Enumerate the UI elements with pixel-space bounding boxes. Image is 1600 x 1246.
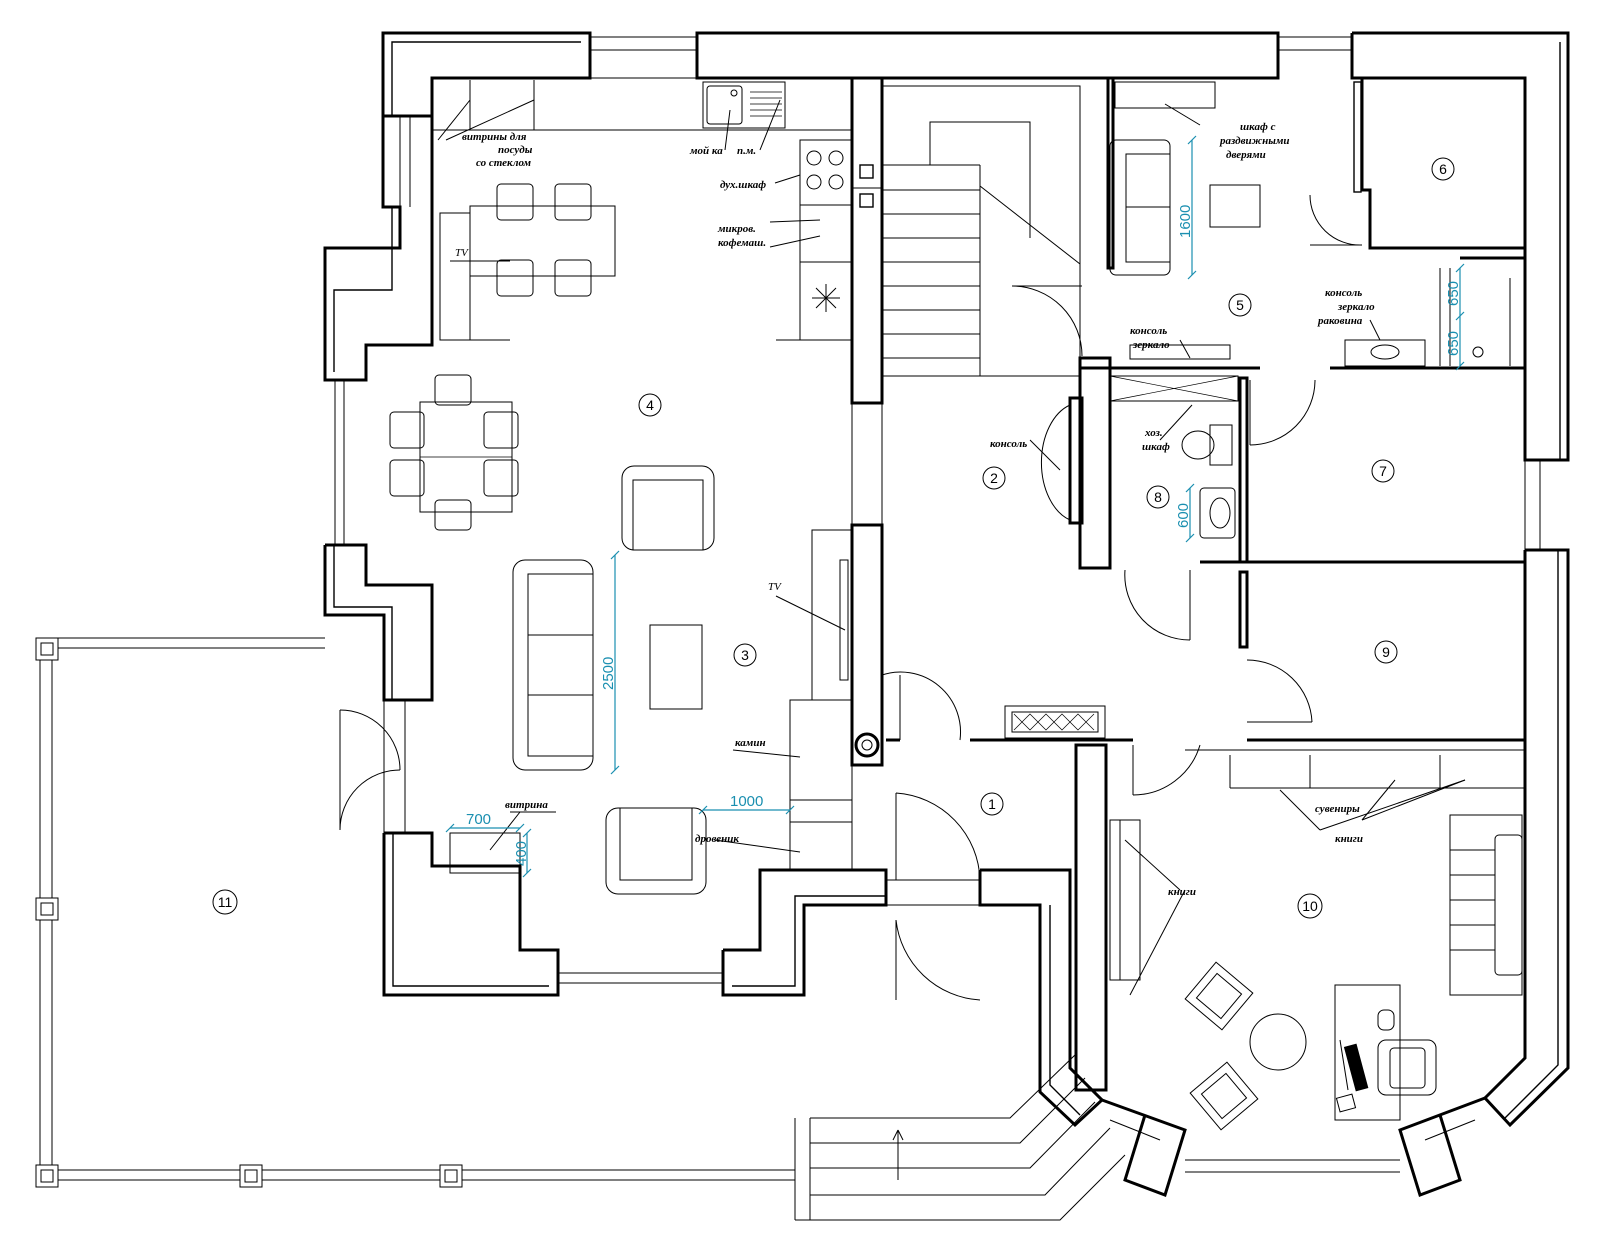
- room-number-6-text: 6: [1439, 161, 1447, 177]
- label-khoz-2: шкаф: [1142, 441, 1170, 453]
- room-number-9: 9: [1374, 640, 1398, 664]
- room-number-4-text: 4: [646, 397, 654, 413]
- label-konsol-hall: консоль: [990, 438, 1027, 450]
- room-number-8: 8: [1146, 485, 1170, 509]
- dim-basin-width: 600: [1175, 503, 1192, 528]
- dim-console-1: 650: [1445, 281, 1462, 306]
- dim-vitrina-width: 700: [466, 811, 491, 828]
- room-number-4: 4: [638, 393, 662, 417]
- doors: [339, 116, 1363, 1001]
- room-number-7-text: 7: [1379, 463, 1387, 479]
- sink-icon: [702, 81, 786, 129]
- basin-icon: [1199, 487, 1236, 539]
- label-vitriny-1: витрины для: [462, 131, 527, 143]
- armchair-study-2: [1189, 1061, 1259, 1131]
- room-number-10-text: 10: [1302, 898, 1318, 914]
- label-dukh-shkaf: дух.шкаф: [720, 179, 766, 191]
- label-tv-living: TV: [768, 581, 782, 593]
- label-mikrov: микров.: [717, 223, 756, 235]
- label-shkaf-2: раздвижными: [1219, 135, 1290, 147]
- sofa-room5: [1109, 139, 1171, 276]
- label-drovenik: дровеник: [695, 833, 739, 845]
- label-konsol-r-1: консоль: [1325, 287, 1362, 299]
- room-number-3-text: 3: [741, 647, 749, 663]
- dim-wardrobe-length: 1600: [1177, 205, 1194, 238]
- room-number-1-text: 1: [988, 796, 996, 812]
- room-number-2-text: 2: [990, 470, 998, 486]
- staircase: [881, 85, 1081, 377]
- room-number-5: 5: [1228, 293, 1252, 317]
- armchair-bottom: [605, 807, 707, 895]
- round-dining-table: [389, 374, 519, 531]
- room-numbers: 1 2 3 4 5 6 7 8: [212, 157, 1455, 919]
- label-konsol-zerkalo-1: консоль: [1130, 325, 1167, 337]
- label-konsol-zerkalo-2: зеркало: [1132, 339, 1170, 351]
- label-vitriny-2: посуды: [498, 144, 533, 156]
- label-khoz-1: хоз.: [1144, 427, 1163, 439]
- desk-chair: [1377, 1039, 1437, 1096]
- kitchen: [389, 77, 853, 531]
- label-vitrina: витрина: [505, 799, 548, 811]
- label-konsol-r-2: зеркало: [1337, 301, 1375, 313]
- dining-table: [469, 183, 616, 297]
- study: [1109, 755, 1525, 1131]
- label-kofemash: кофемаш.: [718, 237, 766, 249]
- label-tv-kitchen: TV: [455, 247, 469, 259]
- bench: [1004, 705, 1106, 739]
- label-shkaf-1: шкаф с: [1240, 121, 1276, 133]
- room-number-6: 6: [1431, 157, 1455, 181]
- room-number-3: 3: [733, 643, 757, 667]
- room-number-11: 11: [212, 889, 238, 915]
- sofa: [512, 559, 594, 771]
- room-number-11-text: 11: [218, 894, 233, 910]
- label-knigi-2: книги: [1168, 886, 1196, 898]
- label-moika: мой ка: [689, 145, 723, 157]
- room-number-9-text: 9: [1382, 644, 1390, 660]
- room-number-2: 2: [982, 466, 1006, 490]
- exterior-walls: [323, 31, 1570, 1197]
- label-kamin: камин: [735, 737, 766, 749]
- toilet-icon: [1181, 424, 1233, 466]
- annotations: витрины для посуды со стеклом мой ка п.м…: [455, 121, 1375, 898]
- dimensions: 2500 1000 700 400 1600 600 650 650: [445, 135, 1465, 878]
- wc: [1109, 375, 1239, 539]
- room-5: [1109, 81, 1511, 367]
- label-vitriny-3: со стеклом: [476, 157, 532, 169]
- armchair-study-1: [1184, 961, 1254, 1031]
- room-number-7: 7: [1371, 459, 1395, 483]
- label-shkaf-3: дверями: [1226, 149, 1266, 161]
- computer-icon: [1335, 1009, 1395, 1113]
- terrace: [35, 637, 1126, 1221]
- dim-console-2: 650: [1445, 331, 1462, 356]
- room-number-8-text: 8: [1154, 489, 1162, 505]
- room-number-5-text: 5: [1236, 297, 1244, 313]
- label-knigi-1: книги: [1335, 833, 1363, 845]
- dim-vitrina-depth: 400: [513, 841, 530, 866]
- living-room: [449, 465, 853, 895]
- armchair-top: [621, 465, 715, 551]
- label-konsol-r-3: раковина: [1317, 315, 1363, 327]
- label-suveniry: сувениры: [1315, 803, 1360, 815]
- hall: [881, 85, 1106, 739]
- dim-sofa-length: 2500: [600, 657, 617, 690]
- dim-chair-gap: 1000: [730, 793, 763, 810]
- cooktop-icon: [806, 150, 844, 190]
- room-number-1: 1: [980, 792, 1004, 816]
- room-number-10: 10: [1297, 893, 1323, 919]
- label-pm: п.м.: [737, 145, 756, 157]
